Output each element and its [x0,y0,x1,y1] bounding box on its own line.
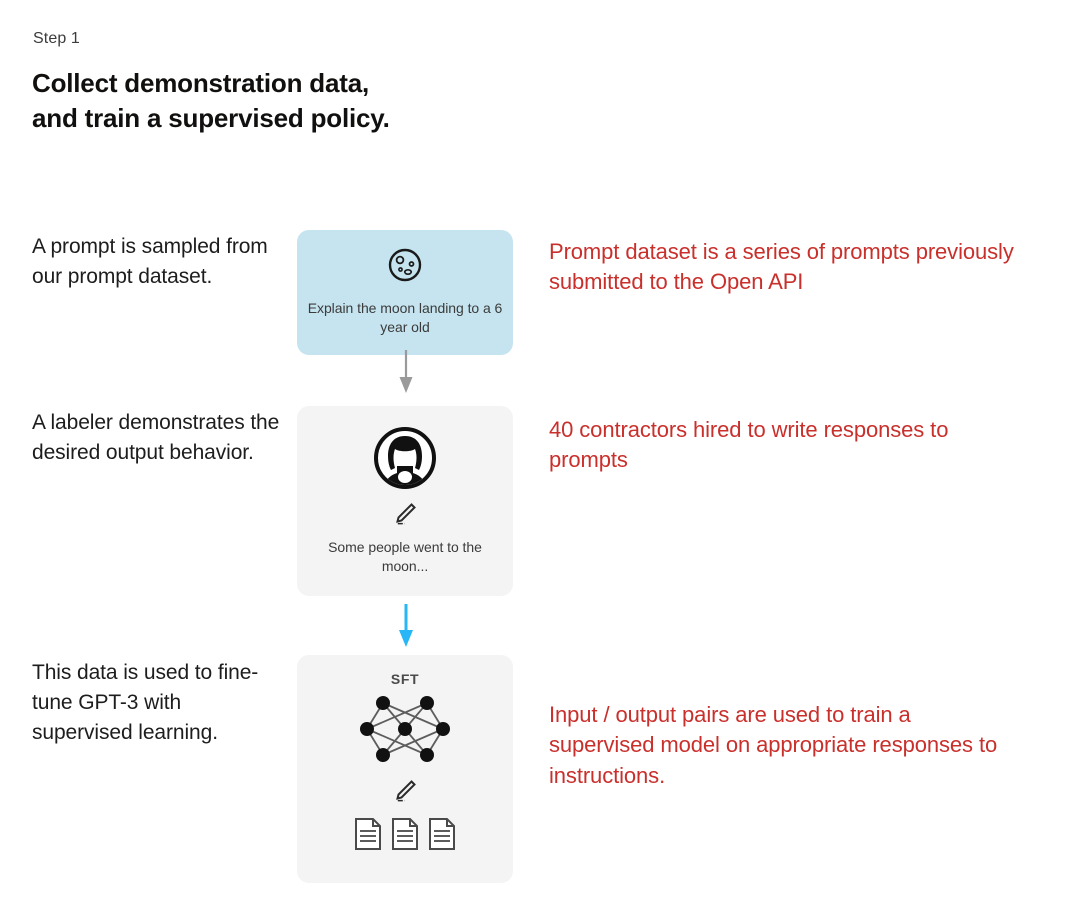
person-avatar-icon [373,426,437,495]
arrow-prompt-to-labeler [398,350,414,394]
step-label: Step 1 [33,30,80,47]
annotation-supervised-finetuning: Input / output pairs are used to train a… [549,702,998,788]
moon-icon [387,247,423,288]
document-icon [390,817,420,856]
document-icon [353,817,383,856]
document-icon-group [353,817,457,856]
pencil-icon [392,501,418,532]
row-description-prompt-sampling: A prompt is sampled from our prompt data… [32,235,268,288]
page-title-line-1: Collect demonstration data, [32,68,369,98]
labeler-card-caption: Some people went to the moon... [328,539,482,574]
prompt-card-caption: Explain the moon landing to a 6 year old [307,300,503,335]
sft-model-label: SFT [390,671,420,687]
arrow-labeler-to-sft [398,604,414,648]
document-icon [427,817,457,856]
annotation-prompt-sampling: Prompt dataset is a series of prompts pr… [549,239,1014,295]
annotation-labeler-demonstration: 40 contractors hired to write responses … [549,417,949,473]
neural-network-icon [355,691,455,772]
labeler-card: Some people went to the moon... [297,406,513,596]
row-description-labeler-demonstration: A labeler demonstrates the desired outpu… [32,411,280,464]
page-title-line-2: and train a supervised policy. [32,102,390,133]
row-description-supervised-finetuning: This data is used to fine-tune GPT-3 wit… [32,661,259,744]
page-title: Collect demonstration data, and train a … [32,66,552,135]
sft-card: SFT [297,655,513,883]
pencil-icon [392,778,418,809]
prompt-card: Explain the moon landing to a 6 year old [297,230,513,355]
